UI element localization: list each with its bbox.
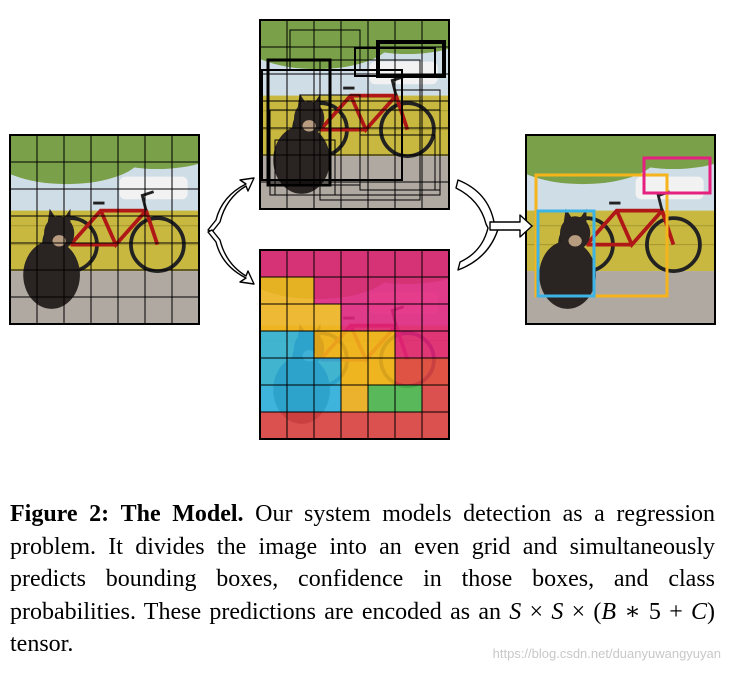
class-cell bbox=[287, 304, 314, 331]
class-probability-map bbox=[259, 249, 450, 440]
class-cell bbox=[422, 358, 449, 385]
input-frame bbox=[9, 134, 200, 325]
class-cell bbox=[422, 304, 449, 331]
class-cell bbox=[368, 277, 395, 304]
class-cell bbox=[422, 250, 449, 277]
class-cell bbox=[260, 358, 287, 385]
figure-caption: Figure 2: The Model. Our system models d… bbox=[10, 498, 715, 661]
class-cell bbox=[287, 358, 314, 385]
predicted-box bbox=[269, 109, 441, 196]
caption-text: Our system models detection as a regress… bbox=[10, 501, 716, 625]
detection-box-car bbox=[642, 156, 712, 195]
tensor-formula: S × S × (B ∗ 5 + C) bbox=[509, 598, 716, 625]
predicted-box bbox=[289, 29, 361, 71]
figure-label: Figure 2: bbox=[10, 501, 110, 527]
class-cells bbox=[260, 250, 449, 439]
class-cell bbox=[260, 385, 287, 412]
class-cell bbox=[314, 385, 341, 412]
class-cell bbox=[341, 304, 368, 331]
class-cell bbox=[314, 412, 341, 439]
input-photo bbox=[10, 135, 199, 324]
class-cell bbox=[341, 358, 368, 385]
class-cell bbox=[314, 358, 341, 385]
boxes-photo bbox=[260, 20, 449, 209]
class-cell bbox=[260, 250, 287, 277]
class-cell bbox=[368, 304, 395, 331]
predicted-boxes bbox=[261, 29, 446, 201]
figure-title: The Model. bbox=[120, 501, 244, 527]
class-cell bbox=[341, 250, 368, 277]
class-cell bbox=[287, 277, 314, 304]
class-cell bbox=[422, 412, 449, 439]
class-cell bbox=[395, 304, 422, 331]
class-cell bbox=[287, 331, 314, 358]
class-cell bbox=[314, 277, 341, 304]
arrow-up-icon bbox=[207, 177, 255, 233]
class-cell bbox=[368, 385, 395, 412]
model-figure bbox=[9, 19, 716, 440]
final-detections-image bbox=[525, 134, 716, 325]
class-cell bbox=[395, 277, 422, 304]
predicted-box-dog bbox=[266, 58, 332, 187]
class-cell bbox=[422, 331, 449, 358]
detections-photo bbox=[526, 135, 715, 324]
detection-box-bicycle bbox=[534, 173, 669, 298]
class-cell bbox=[395, 385, 422, 412]
predicted-box bbox=[354, 47, 436, 77]
class-cell bbox=[287, 250, 314, 277]
arrow-down-icon bbox=[207, 229, 255, 285]
class-cell bbox=[260, 304, 287, 331]
class-cell bbox=[260, 412, 287, 439]
class-cell bbox=[341, 277, 368, 304]
class-cell bbox=[368, 331, 395, 358]
class-cell bbox=[368, 412, 395, 439]
class-cell bbox=[287, 412, 314, 439]
input-image-with-grid bbox=[9, 134, 200, 325]
boxes-frame bbox=[259, 19, 450, 210]
class-map-grid bbox=[260, 250, 449, 439]
caption-tail: tensor. bbox=[10, 631, 74, 657]
watermark: https://blog.csdn.net/duanyuwangyuyan bbox=[492, 646, 721, 661]
class-cell bbox=[287, 385, 314, 412]
class-cell bbox=[368, 358, 395, 385]
class-cell bbox=[314, 250, 341, 277]
class-cell bbox=[341, 331, 368, 358]
class-cell bbox=[395, 331, 422, 358]
class-cell bbox=[341, 412, 368, 439]
input-grid bbox=[10, 135, 199, 324]
class-cell bbox=[368, 250, 395, 277]
predicted-box bbox=[319, 59, 421, 201]
class-cell bbox=[314, 304, 341, 331]
merge-brace-icon bbox=[455, 179, 500, 271]
class-cell bbox=[395, 250, 422, 277]
class-cell bbox=[314, 331, 341, 358]
class-cell bbox=[395, 358, 422, 385]
class-cell bbox=[422, 385, 449, 412]
class-cell bbox=[422, 277, 449, 304]
class-cell bbox=[260, 277, 287, 304]
detection-box-dog bbox=[536, 209, 596, 298]
class-cell bbox=[395, 412, 422, 439]
bounding-boxes-confidence-image bbox=[259, 19, 450, 210]
arrow-right-icon bbox=[489, 214, 533, 238]
class-cell bbox=[260, 331, 287, 358]
class-map-frame bbox=[259, 249, 450, 440]
class-cell bbox=[341, 385, 368, 412]
